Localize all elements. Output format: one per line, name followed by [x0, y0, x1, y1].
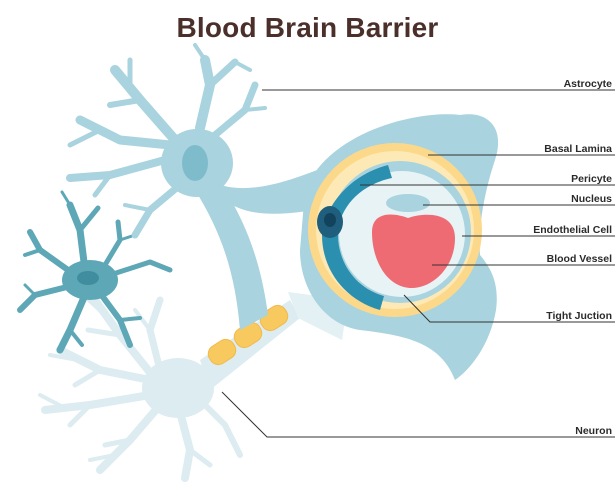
- label-tight-junction: Tight Juction: [546, 310, 612, 322]
- neuron-cell: [40, 292, 348, 478]
- endothelial-nucleus: [386, 194, 430, 212]
- label-endothelial-cell: Endothelial Cell: [533, 224, 612, 236]
- label-pericyte: Pericyte: [571, 173, 612, 185]
- label-astrocyte: Astrocyte: [564, 78, 613, 90]
- label-nucleus: Nucleus: [571, 193, 612, 205]
- label-basal-lamina: Basal Lamina: [544, 143, 612, 155]
- label-neuron: Neuron: [575, 425, 612, 437]
- labels: Astrocyte Basal Lamina Pericyte Nucleus …: [533, 78, 612, 437]
- neuron-leader: [222, 392, 615, 437]
- label-blood-vessel: Blood Vessel: [547, 253, 612, 265]
